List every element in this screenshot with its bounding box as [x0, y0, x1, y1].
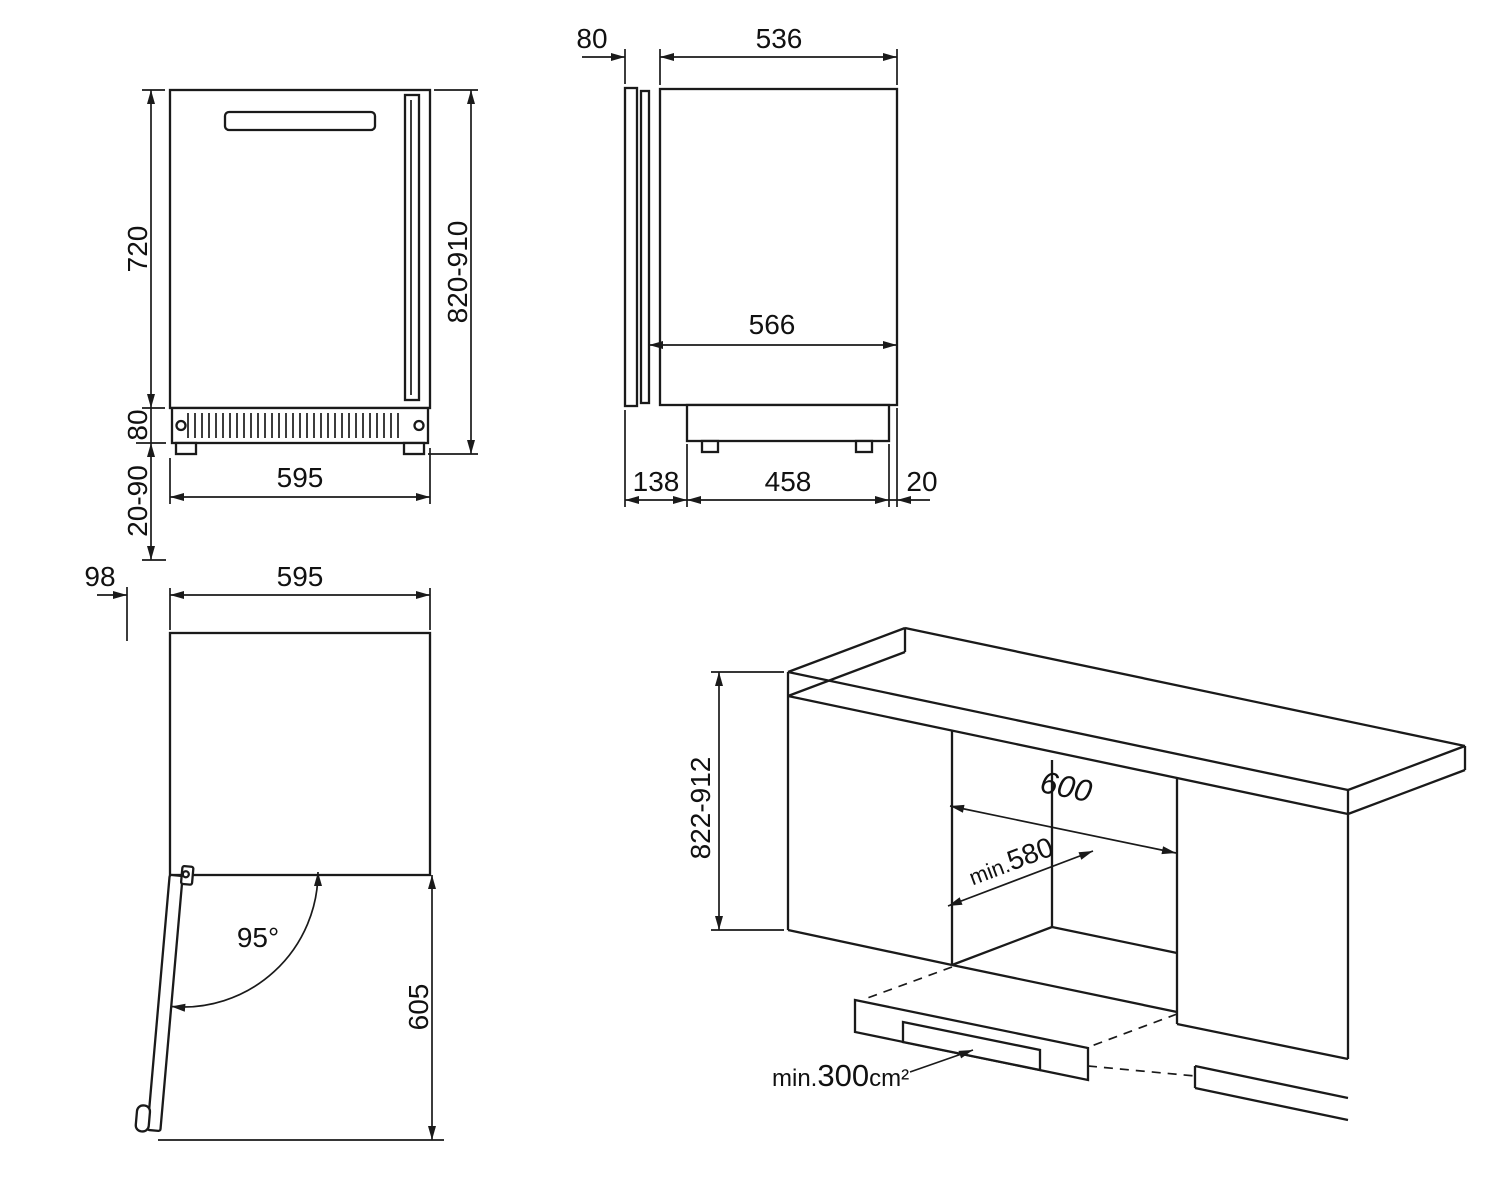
dim-label-820-910: 820-910: [442, 221, 473, 324]
plinth-vent-panel: [853, 966, 1196, 1082]
dim-label-600: 600: [1037, 764, 1095, 809]
left-cabinet-panel: [786, 696, 954, 967]
dim-label-566: 566: [749, 309, 796, 340]
side-view: 80 536 566: [576, 23, 938, 507]
door-inner-panel: [639, 89, 651, 405]
vent-area-callout: min.300cm²: [772, 1046, 975, 1093]
plinth-side: [685, 403, 891, 443]
vent-area-label: min.300cm²: [772, 1058, 909, 1093]
dim-door-protrusion: 98: [84, 561, 128, 641]
dim-label-595-front: 595: [277, 462, 324, 493]
dim-label-20-90: 20-90: [122, 465, 153, 537]
cabinet-top-outline: [168, 631, 432, 877]
dim-label-605: 605: [403, 984, 434, 1031]
vent-slot-cutout: [901, 1020, 1042, 1072]
dim-top-depth: 536: [660, 23, 898, 85]
dim-overall-height: 820-910: [428, 89, 478, 455]
hinge-pivot: [181, 870, 190, 879]
door-side-panel: [623, 86, 639, 408]
countertop: [786, 626, 1467, 816]
dim-label-80-side: 80: [576, 23, 607, 54]
dim-swing-clearance: 605: [158, 875, 444, 1141]
cabinet-side-outline: [658, 87, 899, 407]
grille-screw-right: [413, 419, 425, 432]
dim-label-595-top: 595: [277, 561, 324, 592]
dim-door-thickness: 80: [576, 23, 661, 85]
top-view: 95° 98 595 605: [84, 561, 444, 1141]
dim-label-80-front: 80: [122, 409, 153, 440]
dim-label-720: 720: [122, 226, 153, 273]
cabinet-front-outline: [168, 88, 432, 410]
dim-top-width: 595: [169, 561, 431, 630]
dim-niche-width: 600: [949, 764, 1177, 857]
dim-label-20: 20: [906, 466, 937, 497]
foot-left: [174, 441, 198, 456]
door-slab: [146, 873, 184, 1132]
dim-opening-angle: 95°: [170, 871, 322, 1012]
dim-body-depth: 566: [649, 309, 897, 349]
dim-label-536: 536: [756, 23, 803, 54]
vent-grille-slats: [187, 413, 399, 438]
dim-label-458: 458: [765, 466, 812, 497]
installation-view: 822-912 600 min.580 min.300cm²: [685, 626, 1467, 1122]
dim-label-822-912: 822-912: [685, 757, 716, 860]
dim-label-95deg: 95°: [237, 922, 279, 953]
dim-body-height: 720 80 20-90: [122, 89, 166, 561]
foot-rear-side: [854, 439, 874, 454]
right-cabinet-run: [1175, 778, 1350, 1122]
dim-front-width: 595: [169, 448, 431, 504]
door-handle: [403, 93, 421, 402]
foot-right: [402, 441, 426, 456]
grille-screw-left: [175, 419, 187, 432]
door-handle-top: [134, 1104, 152, 1133]
dim-base-row: 138 458 20: [624, 408, 938, 507]
dim-label-138: 138: [633, 466, 680, 497]
display-slot: [223, 110, 377, 132]
niche-interior: [951, 760, 1178, 1014]
dim-niche-depth: min.580: [946, 831, 1095, 910]
open-door: [134, 864, 195, 1133]
dim-label-98: 98: [84, 561, 115, 592]
front-view: 720 80 20-90 595 820-910: [122, 88, 478, 561]
dim-niche-height: 822-912: [685, 671, 784, 931]
foot-front-side: [700, 439, 720, 454]
